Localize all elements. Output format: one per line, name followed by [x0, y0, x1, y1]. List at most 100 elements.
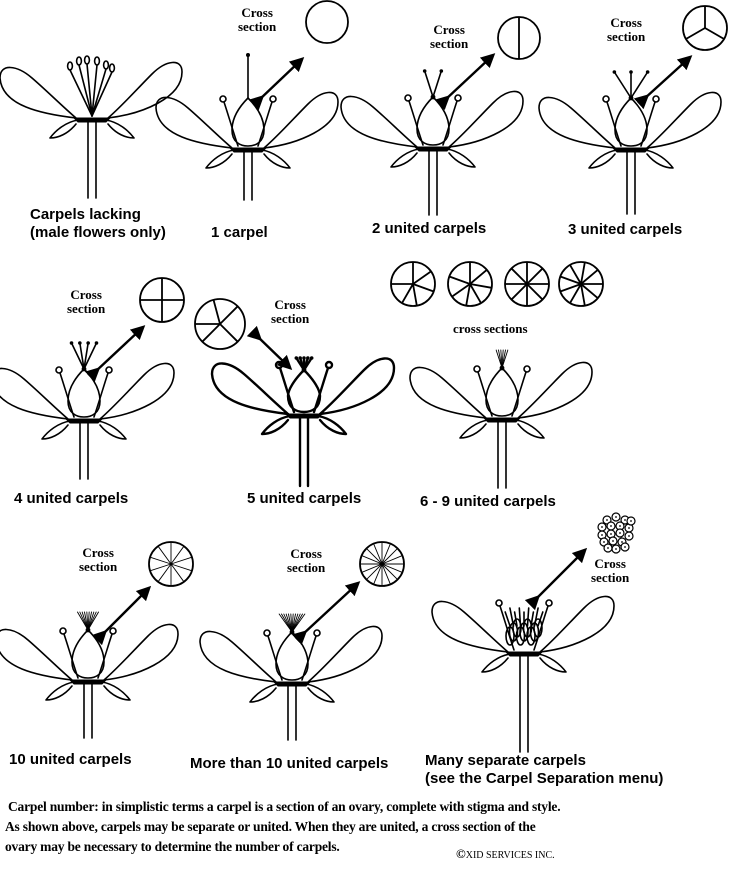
petal-left	[340, 95, 418, 148]
stamen-filament	[640, 101, 656, 147]
carpel-dot	[615, 548, 617, 550]
arrow-3-united	[633, 55, 693, 110]
cross-section-7	[447, 261, 493, 307]
sepal-left	[45, 681, 75, 701]
stigma	[86, 341, 90, 345]
sepal-left	[481, 653, 511, 673]
ovary	[71, 629, 105, 679]
sepal-right	[537, 653, 567, 673]
label-carpels-lacking: Carpels lacking (male flowers only)	[30, 206, 166, 241]
anther	[93, 56, 101, 66]
stamen-filament	[59, 372, 75, 418]
cross-section-wall	[580, 269, 599, 285]
anther	[545, 599, 553, 607]
style-line	[537, 611, 544, 627]
petal-left	[199, 630, 277, 683]
anther	[602, 95, 610, 103]
stigma	[294, 356, 299, 360]
stamen-filament	[69, 69, 93, 117]
cross-section-wall	[201, 323, 221, 343]
cross-section-wall	[373, 543, 383, 565]
stigma	[78, 341, 82, 345]
cross-section-3	[682, 5, 728, 51]
cross-section-10	[148, 541, 194, 587]
cross-section-wall	[149, 563, 172, 572]
anther	[102, 60, 110, 70]
style-base	[81, 366, 87, 372]
sepal-right	[515, 419, 545, 439]
receptacle	[68, 679, 108, 685]
cross-section-wall	[580, 283, 586, 306]
carpel-dot	[621, 541, 623, 543]
stigma	[309, 356, 314, 360]
style-line	[423, 70, 434, 98]
style-base	[430, 94, 436, 100]
copyright-notice: ©XID SERVICES INC.	[456, 846, 555, 862]
cross-section-wall	[381, 543, 391, 565]
sepal-left	[588, 149, 618, 169]
flower-3-united	[538, 70, 722, 215]
cross-section-wall	[412, 283, 418, 306]
style-line	[504, 611, 511, 627]
style-line	[518, 607, 522, 627]
stigma	[612, 70, 617, 74]
sepal-right	[446, 148, 476, 168]
petal-right	[448, 90, 524, 148]
cross-section-label-6-9: cross sections	[453, 321, 528, 336]
cross-section-2	[497, 16, 541, 60]
stamen-filament	[91, 68, 107, 117]
anther	[269, 95, 277, 103]
petal-left	[0, 628, 73, 681]
anther	[454, 94, 462, 102]
sepal-right	[97, 420, 127, 440]
receptacle	[272, 681, 312, 687]
footer-line: Carpel number: in simplistic terms a car…	[8, 799, 561, 814]
carpel-dot	[619, 525, 621, 527]
stamen-filament	[267, 635, 283, 681]
cross-section-8	[504, 261, 550, 307]
anther	[274, 360, 284, 370]
anther	[263, 629, 271, 637]
stamen-filament	[408, 100, 424, 146]
cross-section-wall	[381, 563, 398, 580]
petal-left	[155, 96, 233, 149]
arrow-10-united	[91, 585, 152, 646]
flower-carpels-lacking	[0, 55, 183, 199]
style-line	[613, 71, 632, 99]
sepal-left	[459, 419, 489, 439]
anther	[473, 365, 481, 373]
arrow-many-separate	[524, 547, 588, 611]
cross-section-6	[390, 261, 436, 307]
style-line	[501, 349, 509, 369]
receptacle	[611, 147, 651, 153]
carpel-dot	[603, 541, 605, 543]
style-line	[630, 71, 649, 99]
petal-right	[318, 357, 396, 416]
receptacle	[482, 417, 522, 423]
cross-section-wall	[361, 555, 383, 565]
flower-1-carpel	[155, 53, 339, 201]
anther	[59, 627, 67, 635]
cross-section-5	[194, 298, 246, 350]
cross-section-wall	[401, 283, 414, 304]
receptacle	[72, 117, 112, 123]
cross-section-wall	[381, 563, 403, 573]
cross-section-wall	[560, 283, 582, 293]
carpel-dot	[612, 540, 614, 542]
cross-section-wall	[469, 269, 488, 285]
stamen-filament	[63, 633, 79, 679]
cross-section-4	[139, 277, 185, 323]
style-line	[432, 70, 443, 98]
petal-left	[0, 367, 69, 420]
cross-section-wall	[510, 283, 528, 301]
petal-right	[103, 623, 179, 681]
cross-section-wall	[526, 283, 544, 301]
sepal-right	[101, 681, 131, 701]
cross-section-wall	[510, 267, 528, 285]
footer-description: Carpel number: in simplistic terms a car…	[5, 797, 561, 857]
carpel-dot	[610, 525, 612, 527]
sepal-left	[249, 683, 279, 703]
